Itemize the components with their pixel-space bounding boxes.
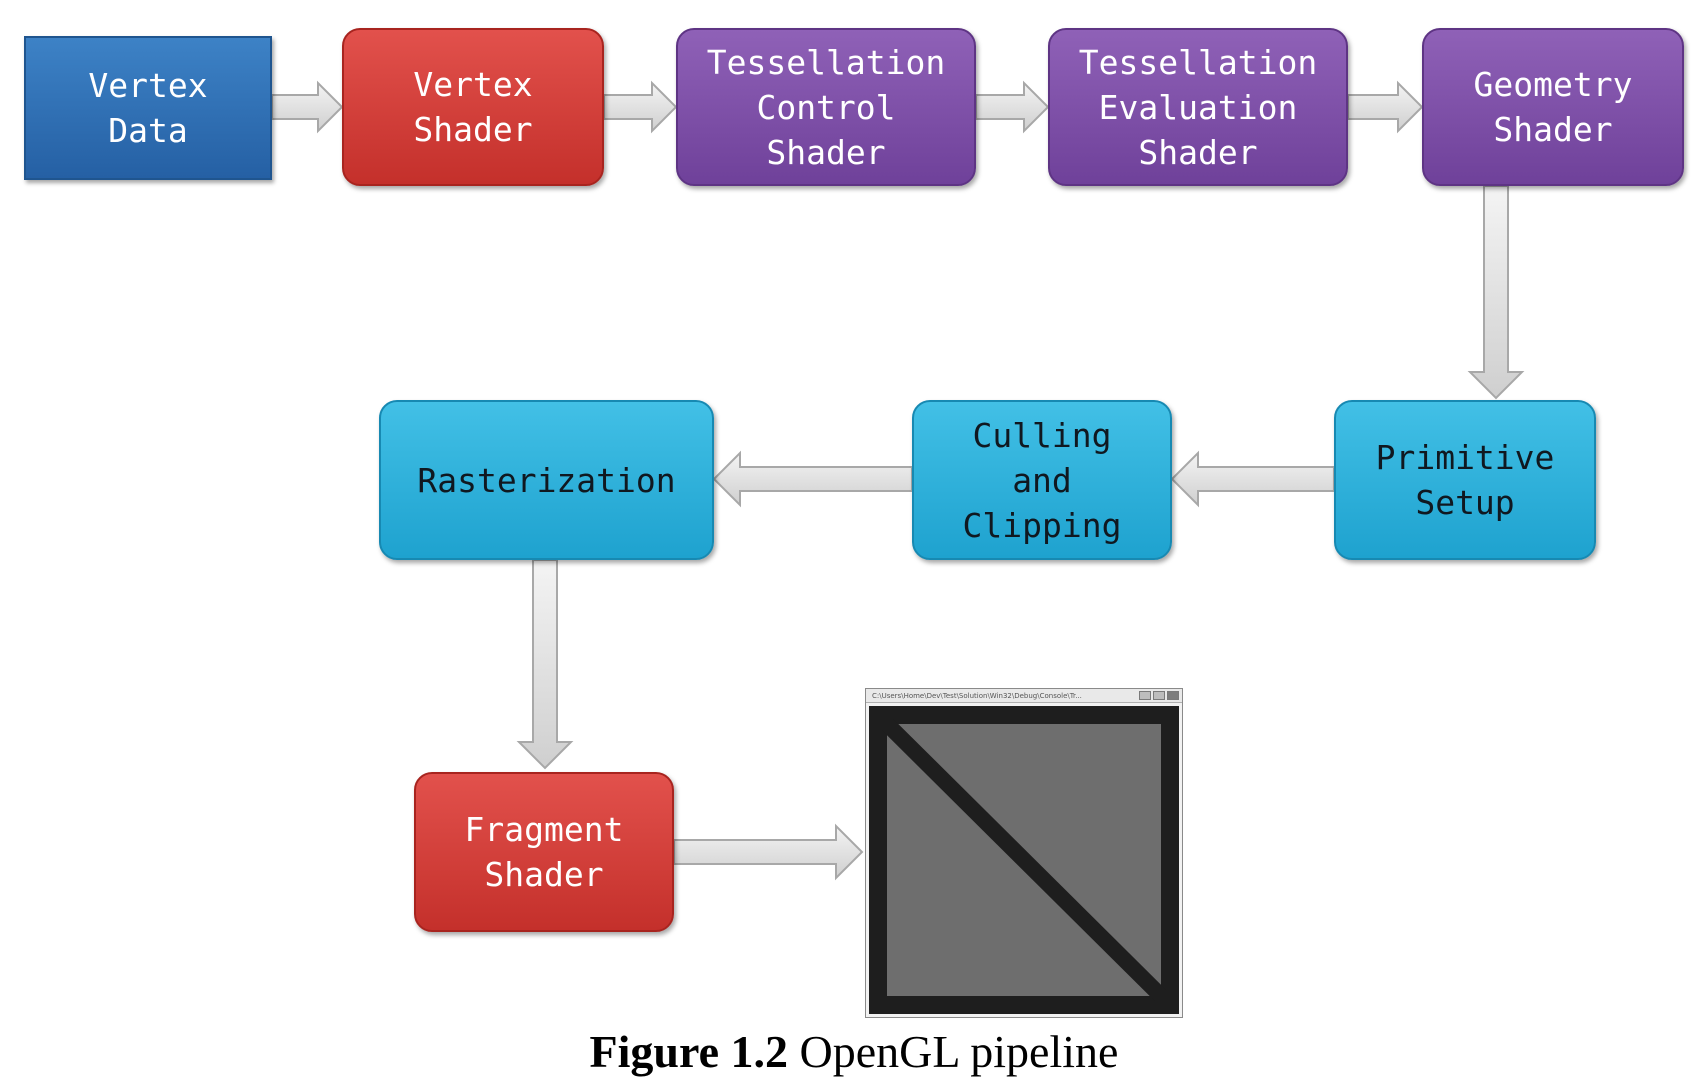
arrow-primitive-setup-to-culling <box>1170 450 1335 508</box>
figure-caption: Figure 1.2 OpenGL pipeline <box>0 1022 1708 1082</box>
caption-text: OpenGL pipeline <box>799 1026 1119 1077</box>
stage-rasterization: Rasterization <box>379 400 714 560</box>
rendered-output <box>869 706 1179 1014</box>
arrow-vertex-data-to-vertex-shader <box>271 80 344 134</box>
output-window-titlebar: C:\Users\Home\Dev\Test\Solution\Win32\De… <box>866 689 1182 703</box>
arrow-fragment-shader-to-output <box>673 823 864 881</box>
arrow-rasterization-to-fragment-shader <box>516 559 574 770</box>
output-window: C:\Users\Home\Dev\Test\Solution\Win32\De… <box>865 688 1183 1018</box>
stage-primitive-setup: Primitive Setup <box>1334 400 1596 560</box>
close-icon <box>1167 691 1179 700</box>
stage-vertex-data: Vertex Data <box>24 36 272 180</box>
stage-geometry-shader: Geometry Shader <box>1422 28 1684 186</box>
arrow-geometry-to-primitive-setup <box>1467 185 1525 400</box>
output-window-title: C:\Users\Home\Dev\Test\Solution\Win32\De… <box>872 692 1082 700</box>
caption-label: Figure 1.2 <box>589 1026 789 1077</box>
stage-culling-and-clipping: Culling and Clipping <box>912 400 1172 560</box>
minimize-icon <box>1139 691 1151 700</box>
arrow-tess-control-to-tess-eval <box>975 80 1050 134</box>
output-window-controls <box>1139 691 1179 700</box>
maximize-icon <box>1153 691 1165 700</box>
stage-fragment-shader: Fragment Shader <box>414 772 674 932</box>
output-diagonal <box>881 718 1167 1002</box>
stage-tessellation-control-shader: Tessellation Control Shader <box>676 28 976 186</box>
arrow-vertex-shader-to-tess-control <box>603 80 678 134</box>
stage-tessellation-evaluation-shader: Tessellation Evaluation Shader <box>1048 28 1348 186</box>
stage-vertex-shader: Vertex Shader <box>342 28 604 186</box>
arrow-culling-to-rasterization <box>712 450 913 508</box>
arrow-tess-eval-to-geometry <box>1347 80 1424 134</box>
